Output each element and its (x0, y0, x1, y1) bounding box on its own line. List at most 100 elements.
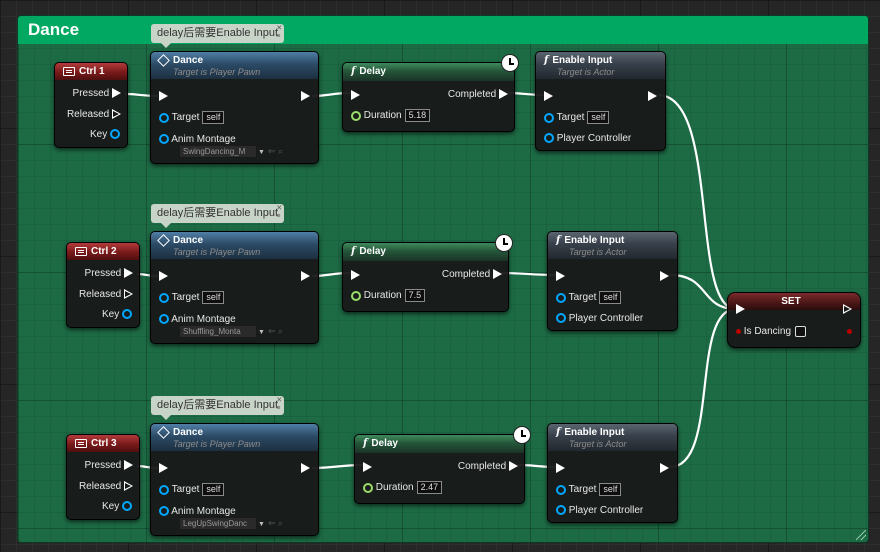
exec-pin-icon[interactable] (124, 289, 133, 300)
browse-icon[interactable]: ⇐ ⌕ (267, 146, 284, 156)
pin-icon[interactable]: ✕≡ (276, 25, 283, 40)
float-pin-icon[interactable] (351, 110, 361, 121)
key-event-node-ctrl1[interactable]: Ctrl 1 Pressed Released Key (54, 62, 128, 148)
chevron-down-icon[interactable]: ▼ (258, 149, 265, 156)
exec-pin-icon[interactable] (499, 89, 508, 100)
completed-pin[interactable]: Completed (458, 460, 518, 474)
comment-header[interactable]: Dance (18, 16, 868, 44)
exec-in-pin[interactable] (159, 270, 168, 284)
object-pin-icon[interactable] (159, 506, 169, 517)
montage-dropdown[interactable]: Shuffling_Monta (179, 324, 257, 338)
key-pin[interactable]: Key (102, 308, 132, 322)
exec-in-pin[interactable] (159, 90, 168, 104)
exec-pin-icon[interactable] (556, 271, 565, 282)
exec-pin-icon[interactable] (648, 91, 657, 102)
node-header[interactable]: Dance Target is Player Pawn (151, 232, 318, 259)
montage-picker[interactable]: SwingDancing_M▼⇐ ⌕ (179, 144, 283, 158)
released-pin[interactable]: Released (79, 288, 133, 302)
target-value[interactable]: self (587, 111, 610, 124)
exec-pin-icon[interactable] (544, 91, 553, 102)
exec-in-pin[interactable] (363, 461, 372, 475)
float-pin-icon[interactable] (363, 482, 373, 493)
exec-pin-icon[interactable] (159, 463, 168, 474)
key-pin-icon[interactable] (122, 309, 132, 320)
exec-in-pin[interactable] (351, 89, 360, 103)
exec-out-pin[interactable] (648, 90, 657, 104)
exec-pin-icon[interactable] (351, 270, 360, 281)
exec-out-pin[interactable] (301, 270, 310, 284)
montage-picker[interactable]: LegUpSwingDanc▼⇐ ⌕ (179, 516, 283, 530)
anim-montage-pin[interactable]: Anim Montage (159, 505, 236, 519)
exec-pin-icon[interactable] (843, 304, 852, 315)
exec-pin-icon[interactable] (351, 90, 360, 101)
object-pin-icon[interactable] (159, 314, 169, 325)
exec-pin-icon[interactable] (509, 461, 518, 472)
completed-pin[interactable]: Completed (442, 268, 502, 282)
exec-in-pin[interactable] (351, 269, 360, 283)
target-value[interactable]: self (202, 111, 225, 124)
anim-montage-pin[interactable]: Anim Montage (159, 133, 236, 147)
exec-pin-icon[interactable] (159, 91, 168, 102)
is-dancing-checkbox[interactable] (795, 325, 807, 337)
exec-pin-icon[interactable] (112, 109, 121, 120)
key-pin-icon[interactable] (110, 129, 120, 140)
comment-bubble[interactable]: delay后需要Enable Input✕≡ (151, 396, 285, 420)
target-value[interactable]: self (599, 483, 622, 496)
object-pin-icon[interactable] (544, 112, 554, 123)
exec-out-pin[interactable] (660, 270, 669, 284)
exec-pin-icon[interactable] (301, 91, 310, 102)
exec-pin-icon[interactable] (124, 460, 133, 471)
key-event-node-ctrl2[interactable]: Ctrl 2 Pressed Released Key (66, 242, 140, 328)
key-pin-icon[interactable] (122, 501, 132, 512)
exec-out-pin[interactable] (301, 462, 310, 476)
chevron-down-icon[interactable]: ▼ (258, 521, 265, 528)
object-pin-icon[interactable] (556, 313, 566, 324)
player-controller-pin[interactable]: Player Controller (556, 504, 643, 518)
montage-dropdown[interactable]: SwingDancing_M (179, 144, 257, 158)
node-header[interactable]: Dance Target is Player Pawn (151, 52, 318, 79)
bool-pin-icon[interactable] (847, 328, 852, 334)
key-pin[interactable]: Key (102, 500, 132, 514)
anim-montage-pin[interactable]: Anim Montage (159, 313, 236, 327)
exec-pin-icon[interactable] (301, 271, 310, 282)
object-pin-icon[interactable] (159, 112, 169, 123)
exec-pin-icon[interactable] (736, 304, 745, 315)
target-value[interactable]: self (599, 291, 622, 304)
resize-grip[interactable] (856, 530, 866, 540)
object-pin-icon[interactable] (556, 505, 566, 516)
pressed-pin[interactable]: Pressed (85, 267, 133, 281)
exec-pin-icon[interactable] (660, 271, 669, 282)
browse-icon[interactable]: ⇐ ⌕ (267, 326, 284, 336)
float-pin-icon[interactable] (351, 290, 361, 301)
duration-value[interactable]: 5.18 (404, 109, 431, 122)
object-pin-icon[interactable] (159, 292, 169, 303)
exec-pin-icon[interactable] (159, 271, 168, 282)
exec-in-pin[interactable] (544, 90, 553, 104)
node-header[interactable]: Ctrl 3 (67, 435, 139, 452)
exec-pin-icon[interactable] (301, 463, 310, 474)
is-dancing-out-pin[interactable] (847, 325, 852, 339)
chevron-down-icon[interactable]: ▼ (258, 329, 265, 336)
exec-pin-icon[interactable] (660, 463, 669, 474)
set-is-dancing-node[interactable]: SET Is Dancing (727, 292, 861, 348)
exec-pin-icon[interactable] (493, 269, 502, 280)
pin-icon[interactable]: ✕≡ (276, 205, 283, 220)
montage-dropdown[interactable]: LegUpSwingDanc (179, 516, 257, 530)
browse-icon[interactable]: ⇐ ⌕ (267, 518, 284, 528)
